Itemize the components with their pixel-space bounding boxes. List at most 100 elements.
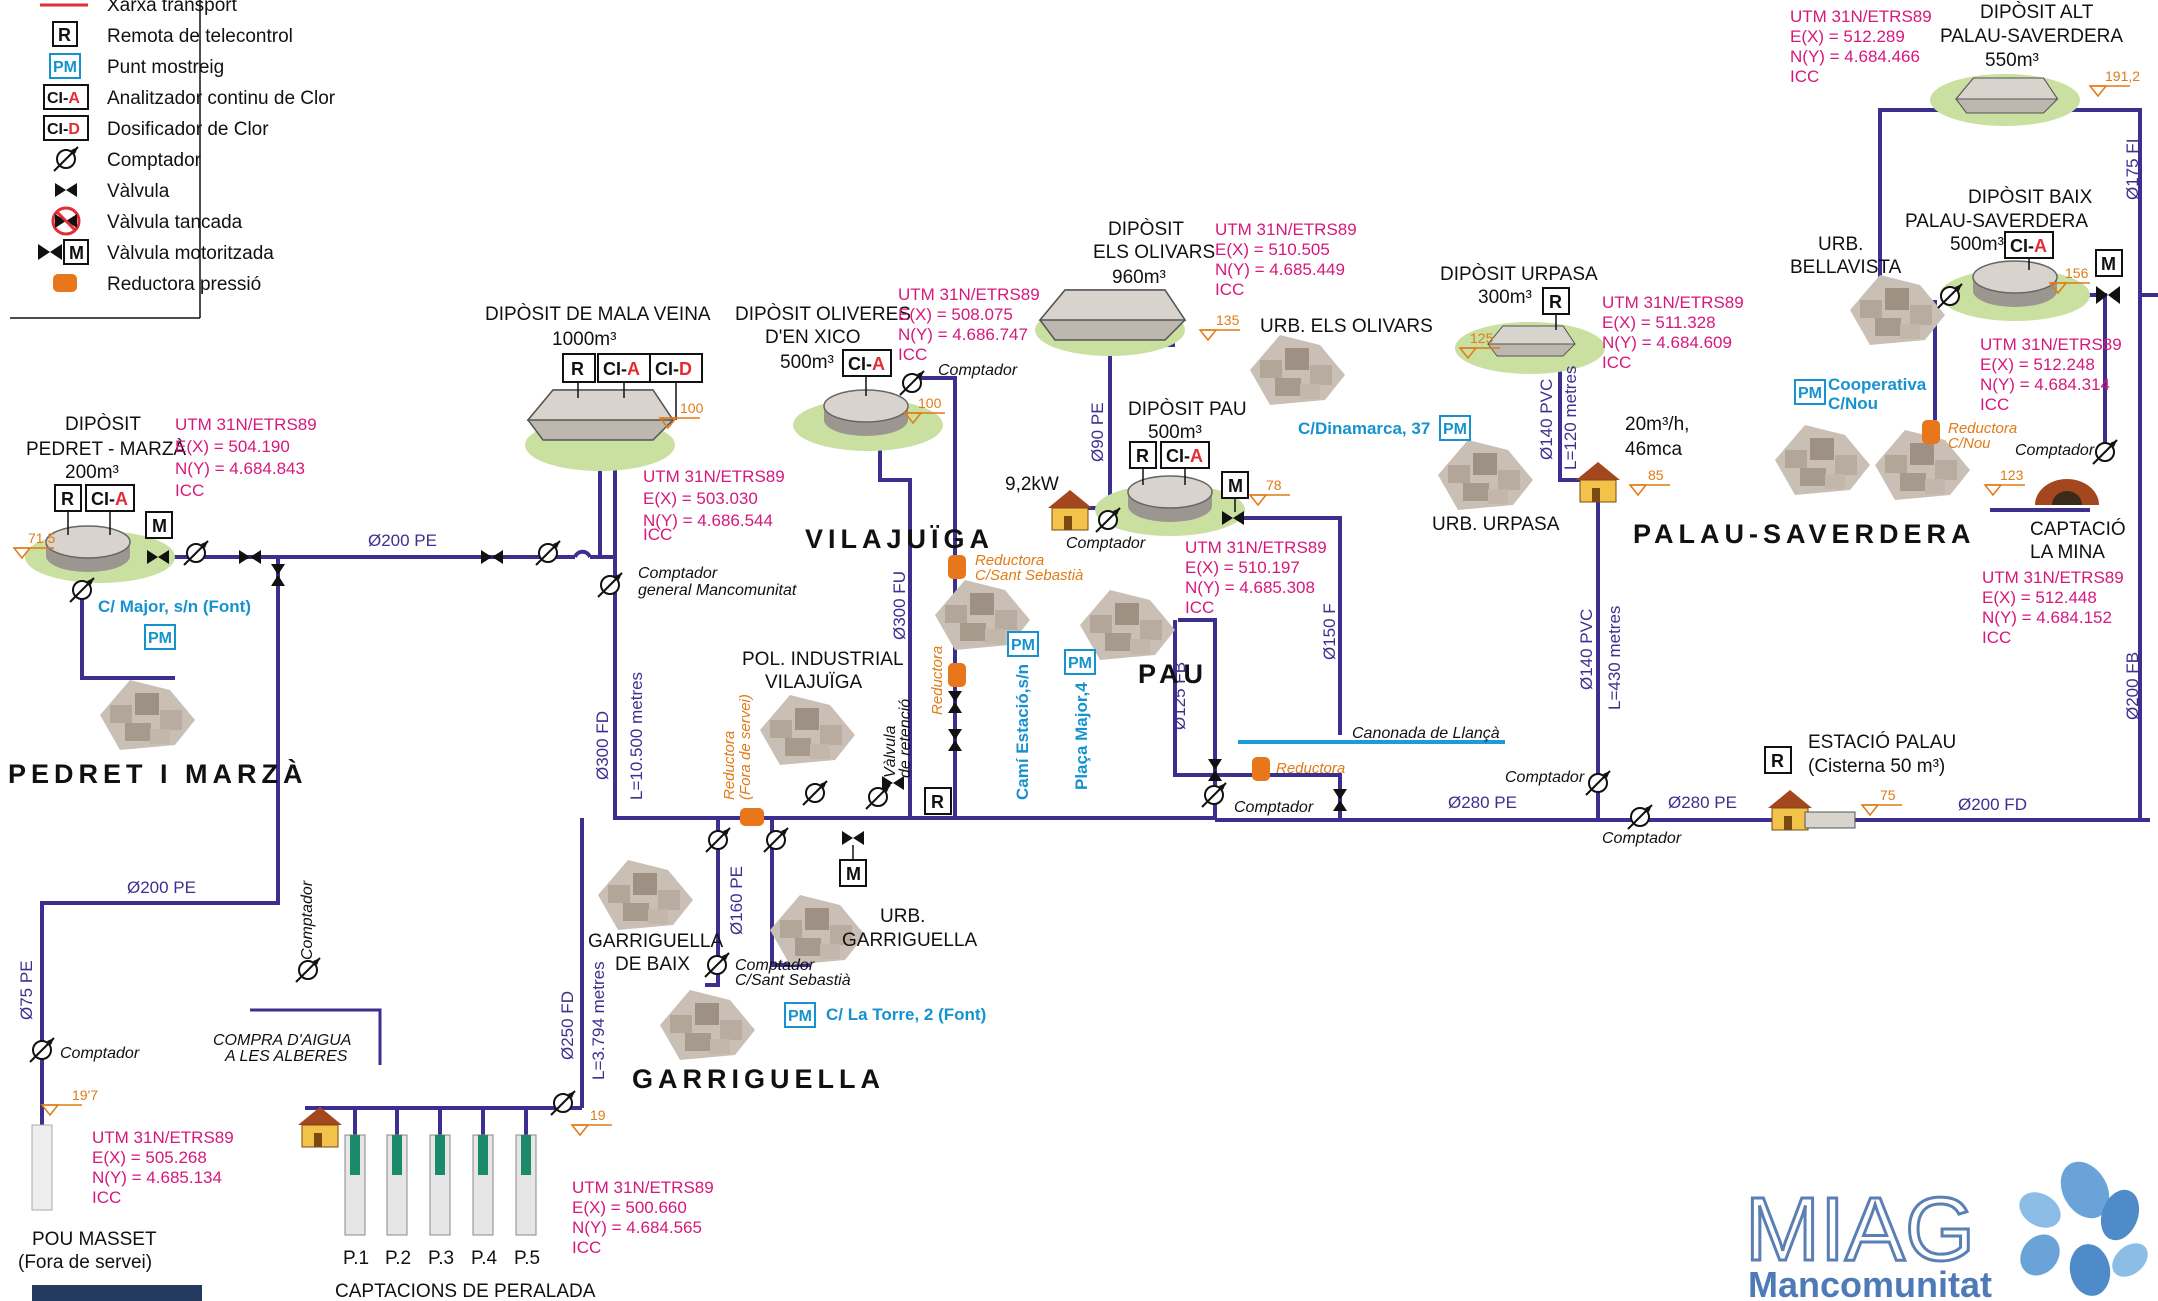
svg-text:R: R [1136, 446, 1149, 466]
deposit-pedret: DIPÒSIT PEDRET - MARZÀ 200m³ R CI-A 71,5 [13, 413, 186, 583]
svg-text:550m³: 550m³ [1985, 50, 2039, 71]
svg-text:Ø300 FD: Ø300 FD [593, 711, 612, 780]
svg-text:DIPÒSIT PAU: DIPÒSIT PAU [1128, 398, 1247, 420]
svg-text:L=120 metres: L=120 metres [1561, 366, 1580, 470]
svg-text:P.1: P.1 [343, 1248, 369, 1269]
svg-text:de retenció: de retenció [897, 699, 914, 778]
svg-text:1000m³: 1000m³ [552, 329, 616, 350]
svg-text:85: 85 [1648, 467, 1664, 483]
svg-text:960m³: 960m³ [1112, 267, 1166, 288]
reductores: Reductora (Fora de servei) Reductora C/S… [721, 420, 2017, 826]
town-name-garriguella: GARRIGUELLA [632, 1064, 885, 1094]
deposit-oliveres: DIPÒSIT OLIVERES D'EN XICO 500m³ CI-A 10… [735, 303, 946, 451]
legend-label-9: Reductora pressió [107, 274, 261, 295]
legend-symbol-m: M [69, 243, 84, 263]
svg-text:Reductora: Reductora [929, 646, 946, 715]
svg-text:Ø150 F: Ø150 F [1320, 603, 1339, 660]
svg-text:R: R [931, 792, 944, 812]
svg-text:L=3.794 metres: L=3.794 metres [589, 961, 608, 1080]
legend-label-1: Remota de telecontrol [107, 26, 293, 47]
svg-text:Comptador: Comptador [735, 957, 815, 974]
svg-text:M: M [846, 864, 861, 884]
svg-text:N(Y) = 4.684.314: N(Y) = 4.684.314 [1980, 375, 2110, 394]
svg-text:CI-A: CI-A [848, 354, 885, 374]
legend-symbol-cia: CI-A [47, 90, 80, 107]
svg-text:DIPÒSIT: DIPÒSIT [1108, 218, 1184, 240]
sample-points: PM C/ Major, s/n (Font) PM C/ La Torre, … [98, 375, 1927, 1028]
town-garriguella-baix-icon [598, 860, 693, 930]
svg-text:78: 78 [1266, 477, 1282, 493]
town-urb-olivars-icon [1250, 335, 1345, 405]
town-pedret-icon [100, 680, 195, 750]
svg-text:general Mancomunitat: general Mancomunitat [638, 582, 797, 599]
deposit-olivars: DIPÒSIT ELS OLIVARS 960m³ 135 [1035, 218, 1241, 356]
svg-text:N(Y) = 4.684.609: N(Y) = 4.684.609 [1602, 333, 1732, 352]
svg-text:CAPTACIÓ: CAPTACIÓ [2030, 518, 2126, 540]
legend-symbol-cid: CI-D [47, 121, 80, 138]
svg-text:Ø125 FB: Ø125 FB [1170, 662, 1189, 730]
svg-text:UTM 31N/ETRS89: UTM 31N/ETRS89 [1602, 293, 1744, 312]
utm-labels: UTM 31N/ETRS89 E(X) = 504.190 N(Y) = 4.6… [92, 7, 2124, 1257]
svg-text:(Cisterna 50 m³): (Cisterna 50 m³) [1808, 756, 1945, 777]
svg-text:Ø200 PE: Ø200 PE [368, 531, 437, 550]
svg-text:19'7: 19'7 [72, 1087, 98, 1103]
svg-text:URB.: URB. [1818, 234, 1863, 255]
svg-text:300m³: 300m³ [1478, 287, 1532, 308]
svg-text:ICC: ICC [898, 345, 927, 364]
legend-label-8: Vàlvula motoritzada [107, 243, 274, 264]
svg-text:Vàlvula: Vàlvula [882, 725, 899, 778]
svg-text:ESTACIÓ PALAU: ESTACIÓ PALAU [1808, 731, 1956, 753]
svg-text:125: 125 [1470, 330, 1494, 346]
svg-text:100: 100 [918, 395, 942, 411]
svg-text:L=10.500 metres: L=10.500 metres [627, 672, 646, 800]
svg-text:DIPÒSIT: DIPÒSIT [65, 413, 141, 435]
svg-text:Ø90 PE: Ø90 PE [1088, 402, 1107, 462]
svg-text:135: 135 [1216, 312, 1240, 328]
legend-label-3: Analitzador continu de Clor [107, 88, 336, 109]
legend-label-0: Xarxa transport [107, 0, 238, 16]
svg-text:Reductora: Reductora [1276, 760, 1345, 777]
svg-text:ICC: ICC [1602, 353, 1631, 372]
svg-text:E(X) = 510.197: E(X) = 510.197 [1185, 558, 1300, 577]
svg-text:P.4: P.4 [471, 1248, 498, 1269]
svg-text:Ø140 PVC: Ø140 PVC [1577, 609, 1596, 690]
svg-text:URB. ELS OLIVARS: URB. ELS OLIVARS [1260, 316, 1433, 337]
svg-text:N(Y) = 4.685.449: N(Y) = 4.685.449 [1215, 260, 1345, 279]
svg-text:Reductora: Reductora [721, 731, 738, 800]
svg-text:Ø160 PE: Ø160 PE [727, 866, 746, 935]
svg-text:UTM 31N/ETRS89: UTM 31N/ETRS89 [1185, 538, 1327, 557]
svg-text:71,5: 71,5 [28, 530, 55, 546]
svg-text:E(X) = 504.190: E(X) = 504.190 [175, 437, 290, 456]
svg-text:N(Y) = 4.686.544: N(Y) = 4.686.544 [643, 511, 773, 530]
svg-text:Comptador: Comptador [1602, 830, 1682, 847]
svg-text:20m³/h,: 20m³/h, [1625, 414, 1689, 435]
svg-text:Ø200 FB: Ø200 FB [2123, 652, 2142, 720]
town-name-vilajuiga: VILAJUÏGA [805, 524, 994, 554]
svg-text:ICC: ICC [643, 525, 672, 544]
svg-text:Plaça Major,4: Plaça Major,4 [1072, 682, 1091, 790]
svg-text:Ø175 FI: Ø175 FI [2123, 139, 2142, 200]
svg-text:N(Y) = 4.684.843: N(Y) = 4.684.843 [175, 459, 305, 478]
legend-label-7: Vàlvula tancada [107, 212, 243, 233]
svg-text:ICC: ICC [572, 1238, 601, 1257]
svg-text:GARRIGUELLA: GARRIGUELLA [588, 931, 723, 952]
valves-meters: M M R M [29, 283, 2118, 1116]
svg-text:ICC: ICC [1982, 628, 2011, 647]
svg-text:46mca: 46mca [1625, 439, 1682, 460]
svg-text:Reductora: Reductora [975, 552, 1044, 569]
svg-text:191,2: 191,2 [2105, 68, 2140, 84]
svg-text:C/Nou: C/Nou [1828, 394, 1878, 413]
captacio-mina: 123 CAPTACIÓ LA MINA [1984, 467, 2126, 563]
svg-text:PM: PM [788, 1008, 812, 1025]
deposit-palau-alt: DIPÒSIT ALT PALAU-SAVERDERA 550m³ 191,2 [1930, 1, 2140, 126]
svg-text:200m³: 200m³ [65, 462, 119, 483]
town-name-pau: PAU [1138, 659, 1208, 689]
svg-text:CAPTACIONS DE PERALADA: CAPTACIONS DE PERALADA [335, 1281, 596, 1301]
pipe-labels: Ø200 PE Ø200 PE Ø75 PE Ø300 FD L=10.500 … [17, 139, 2142, 1080]
svg-text:Ø300 FU: Ø300 FU [890, 571, 909, 640]
estacio-palau: R ESTACIÓ PALAU (Cisterna 50 m³) 75 [1764, 731, 1956, 831]
legend-meter-icon [53, 146, 79, 172]
legend-label-5: Comptador [107, 150, 202, 171]
footer-bar [32, 1285, 202, 1301]
town-urb-urpasa-icon [1438, 440, 1533, 510]
